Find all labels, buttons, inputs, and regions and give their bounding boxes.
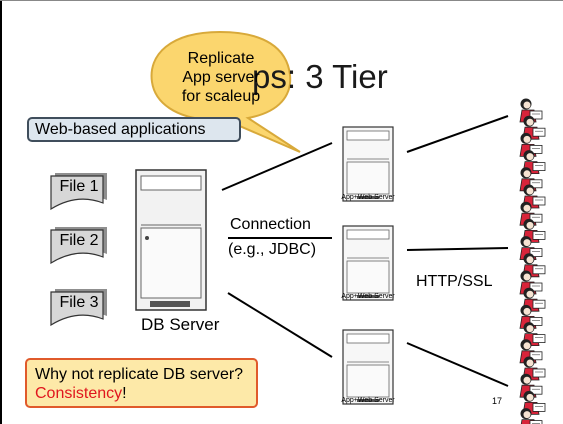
file-1-label: File 1	[59, 178, 99, 195]
db-server-icon	[135, 169, 207, 311]
web-apps-label: Web-based applications	[27, 117, 241, 142]
warning-text: Why not replicate DB server?	[35, 366, 244, 383]
person-icon	[522, 253, 546, 278]
document-icon	[50, 289, 107, 327]
connection-example-label: (e.g., JDBC)	[228, 241, 317, 258]
server-tower-icon	[342, 126, 394, 202]
link-appserver-clients-3	[406, 342, 509, 387]
warning-highlight: Consistency	[35, 385, 123, 402]
http-ssl-label: HTTP/SSL	[416, 273, 493, 290]
link-db-appserver-3	[227, 292, 333, 358]
person-icon	[520, 408, 543, 424]
slide-title: ps: 3 Tier	[252, 58, 388, 95]
server-tower-icon	[342, 225, 394, 301]
server-tower-icon	[342, 329, 394, 405]
link-db-appserver-1	[221, 142, 333, 191]
app-server-label: App+Web Server	[341, 397, 395, 404]
callout-line: Replicate	[187, 50, 255, 67]
left-frame-line	[0, 0, 2, 424]
person-icon	[522, 150, 546, 175]
document-icon	[50, 173, 107, 211]
callout-text: Replicate App server for scaleup	[170, 49, 272, 106]
warning-box: Why not replicate DB server? Consistency…	[25, 358, 258, 408]
app-server-label: App+Web Server	[341, 293, 395, 300]
page-number: 17	[492, 396, 503, 406]
person-icon	[522, 390, 546, 415]
warning-suffix: !	[122, 385, 127, 402]
person-icon	[519, 132, 543, 157]
connection-label: Connection	[230, 216, 311, 233]
callout-line: App server	[182, 69, 260, 86]
callout-line: for scaleup	[181, 88, 261, 105]
document-icon	[50, 227, 107, 265]
db-server-label: DB Server	[141, 315, 220, 334]
file-2-label: File 2	[59, 232, 99, 249]
app-server-label: App+Web Server	[341, 194, 395, 201]
link-appserver-clients-1	[406, 115, 509, 153]
file-3-label: File 3	[59, 294, 99, 311]
top-frame-line	[0, 0, 563, 1]
client-people-column	[519, 98, 546, 424]
link-appserver-clients-2	[406, 247, 509, 251]
